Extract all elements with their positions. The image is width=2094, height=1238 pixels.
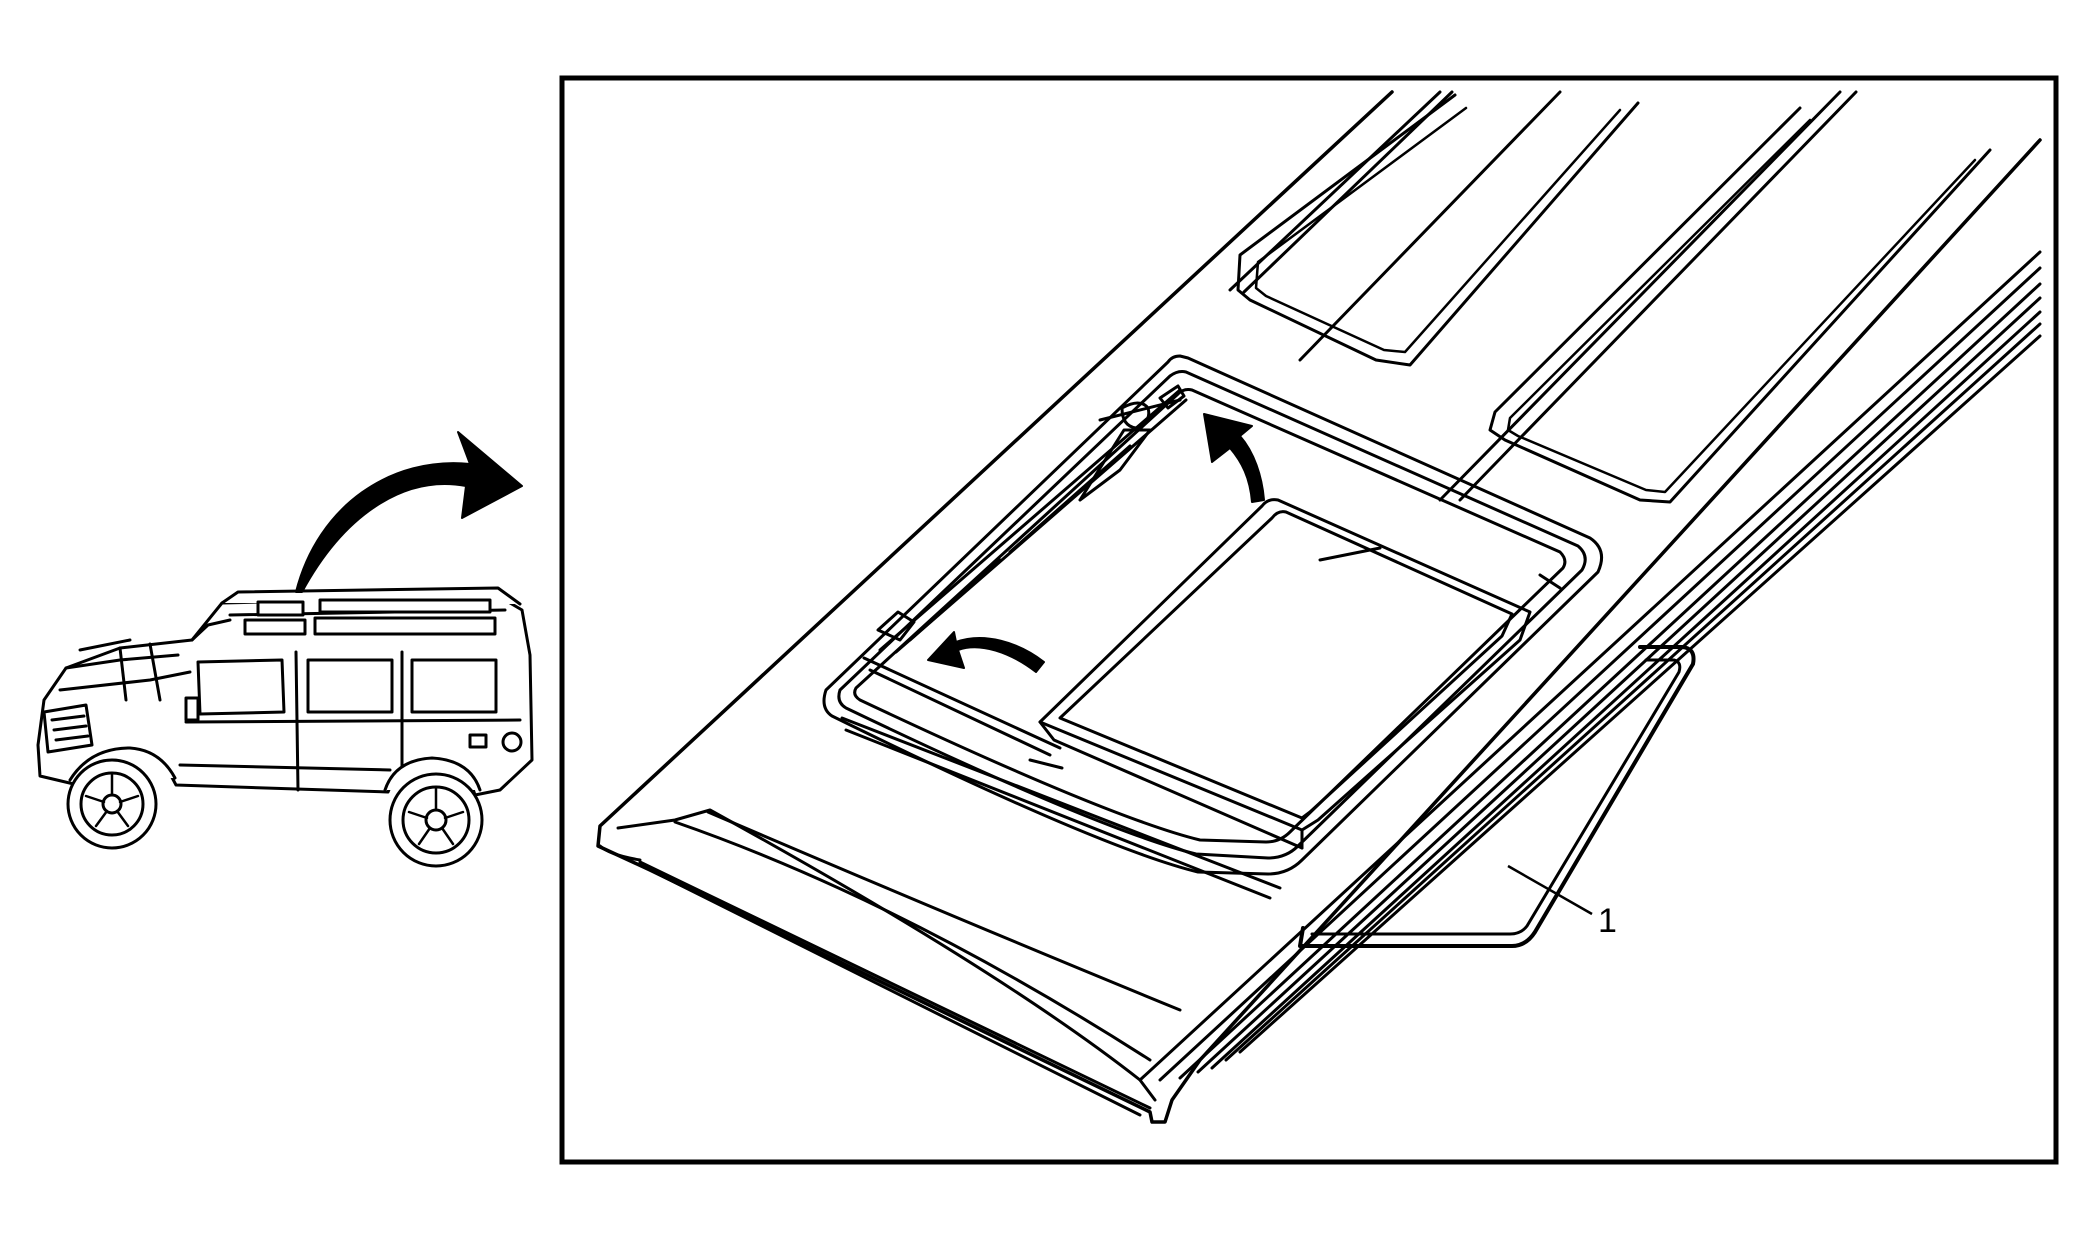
detail-view-frame xyxy=(559,75,2059,1165)
curved-arrow-icon xyxy=(927,413,1265,673)
curved-arrow-icon xyxy=(295,431,523,593)
roof-panel xyxy=(596,90,2042,1124)
leader-line xyxy=(1507,864,1593,916)
callout-1: 1 xyxy=(1507,864,1617,940)
suv-vehicle-icon xyxy=(36,586,534,868)
callout-1-label: 1 xyxy=(1598,902,1617,940)
